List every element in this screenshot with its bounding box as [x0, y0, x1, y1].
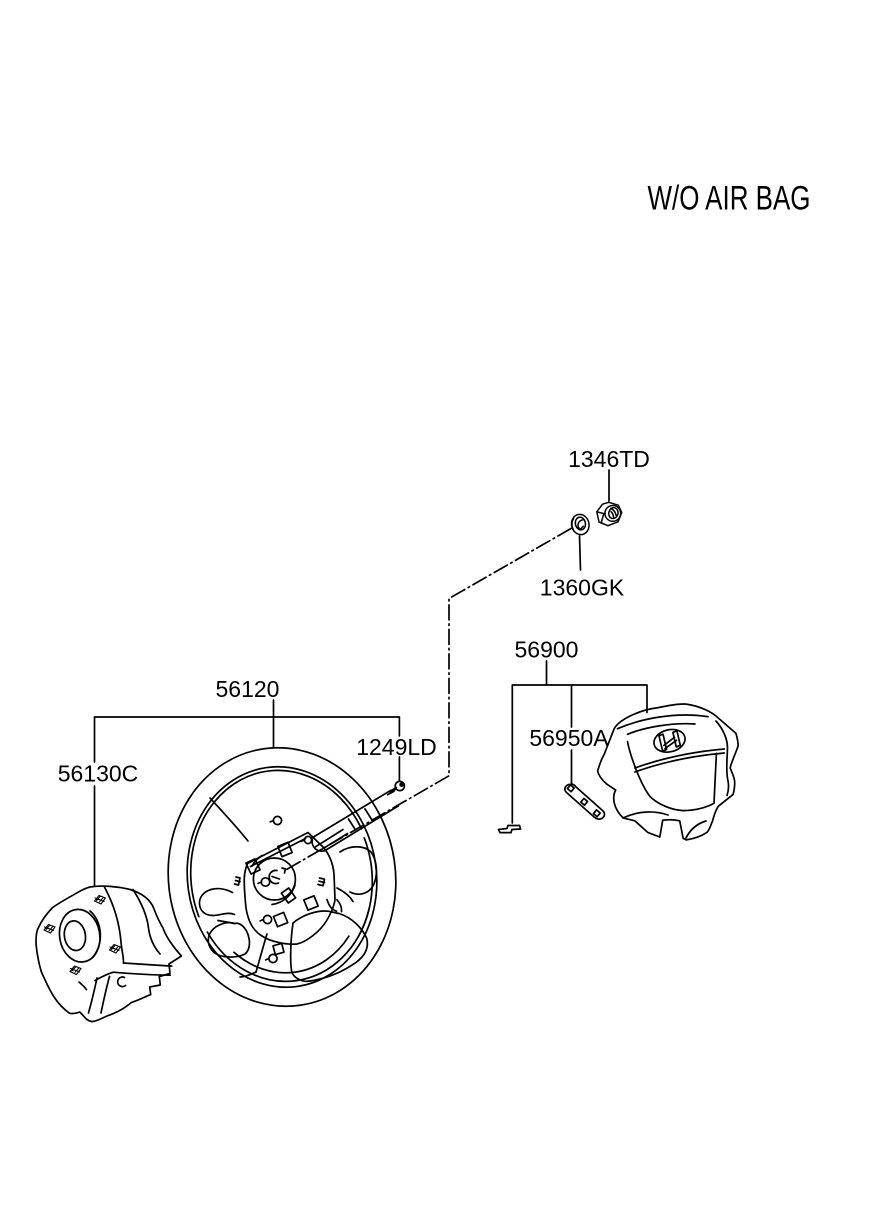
svg-text:56120: 56120 [216, 676, 280, 702]
svg-text:56130C: 56130C [58, 761, 139, 787]
svg-text:56950A: 56950A [529, 725, 609, 751]
svg-text:1360GK: 1360GK [540, 575, 625, 601]
svg-text:W/O AIR BAG: W/O AIR BAG [648, 180, 811, 218]
svg-text:1346TD: 1346TD [568, 446, 650, 472]
svg-text:1249LD: 1249LD [356, 734, 437, 760]
svg-text:56900: 56900 [515, 637, 579, 663]
